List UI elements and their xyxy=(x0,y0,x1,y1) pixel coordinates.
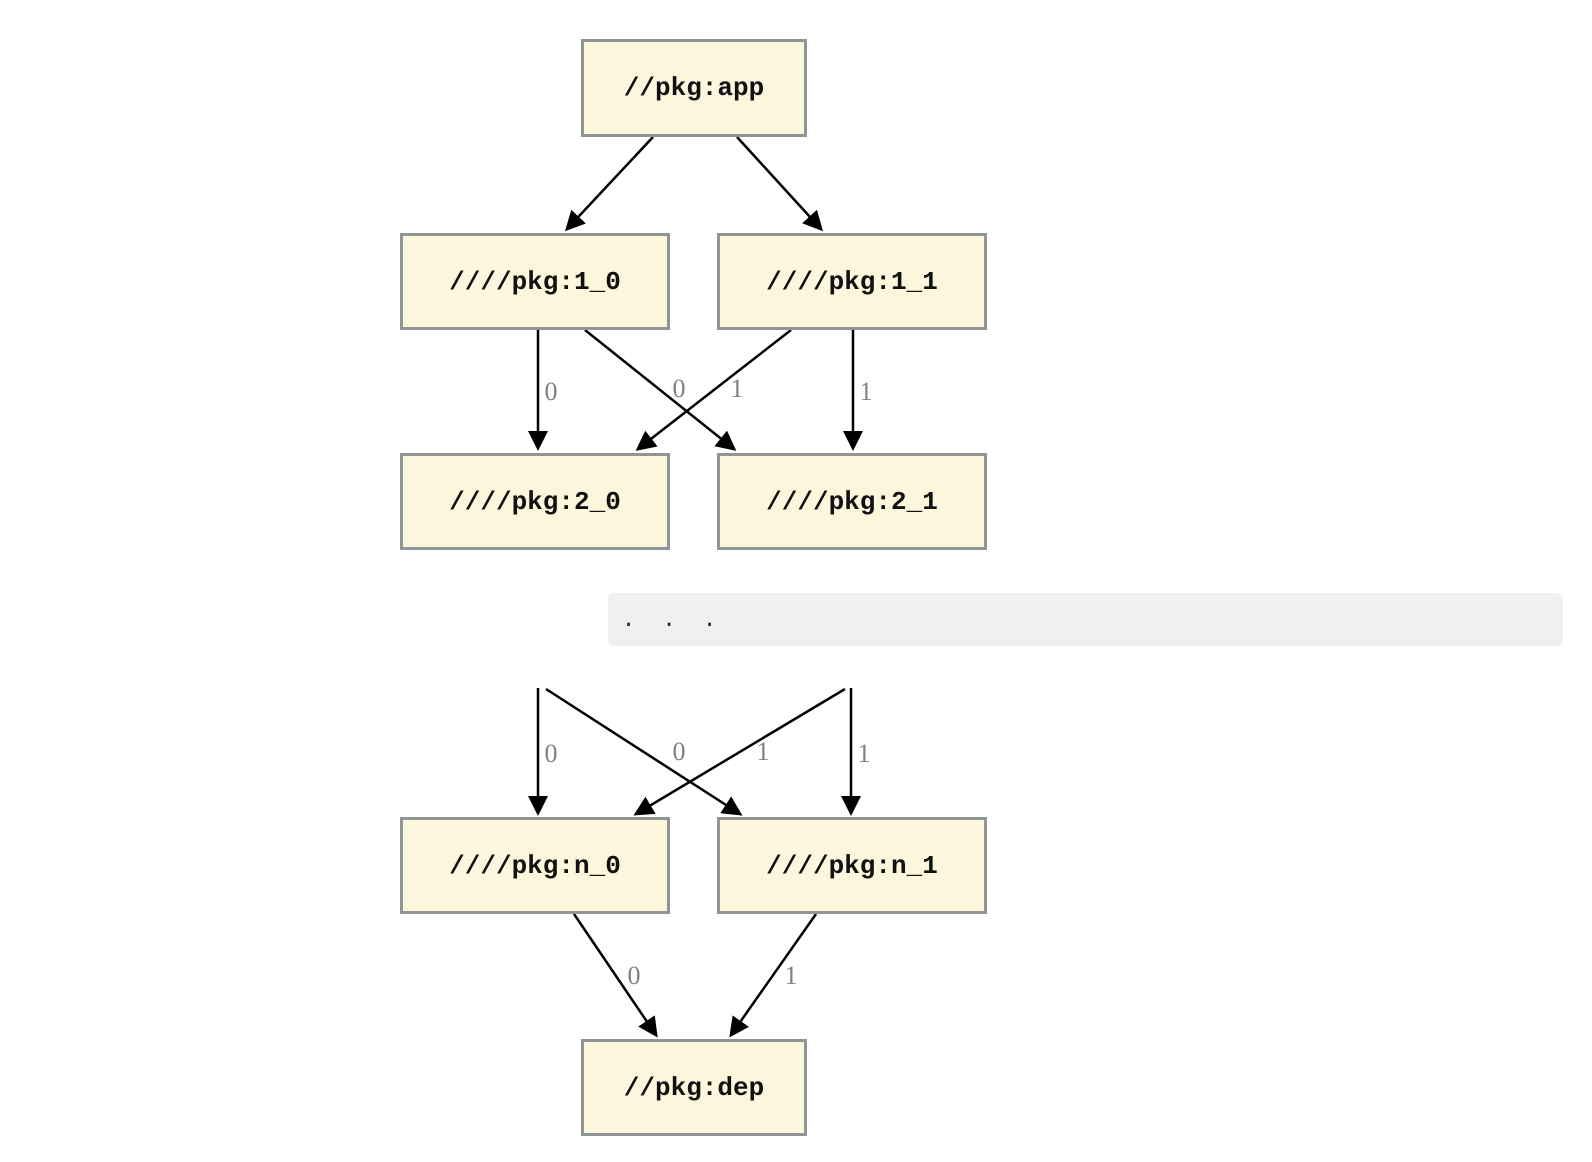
edge-label: 1 xyxy=(757,737,770,766)
elided-levels-separator: . . . xyxy=(608,593,1563,646)
edge-elided-to-n-0-cross xyxy=(633,687,846,816)
node-label: ////pkg:2_0 xyxy=(449,486,621,517)
edge-label: 0 xyxy=(628,961,641,990)
edge-label: 1 xyxy=(858,739,871,768)
node-pkg-app: //pkg:app xyxy=(581,39,807,137)
node-label: ////pkg:n_0 xyxy=(449,850,621,881)
node-label: ////pkg:1_0 xyxy=(449,266,621,297)
edge-label: 1 xyxy=(731,374,744,403)
edge-1-0-to-2-1 xyxy=(584,329,737,451)
node-label: ////pkg:1_1 xyxy=(766,266,938,297)
edge-1-1-to-2-0 xyxy=(635,329,792,451)
ellipsis-text: . . . xyxy=(622,607,724,632)
edge-label: 0 xyxy=(673,737,686,766)
node-pkg-1-1: ////pkg:1_1 xyxy=(717,233,987,330)
node-label: ////pkg:n_1 xyxy=(766,850,938,881)
node-pkg-2-0: ////pkg:2_0 xyxy=(400,453,670,550)
node-pkg-1-0: ////pkg:1_0 xyxy=(400,233,670,330)
edge-n-0-to-dep xyxy=(572,913,658,1038)
edge-app-to-1-0 xyxy=(564,136,654,232)
node-label: ////pkg:2_1 xyxy=(766,486,938,517)
node-label: //pkg:app xyxy=(623,73,765,103)
edge-app-to-1-1 xyxy=(736,136,824,232)
node-label: //pkg:dep xyxy=(623,1072,765,1103)
edge-label: 0 xyxy=(545,739,558,768)
edge-label: 0 xyxy=(545,377,558,406)
node-pkg-2-1: ////pkg:2_1 xyxy=(717,453,987,550)
edge-label: 0 xyxy=(673,374,686,403)
node-pkg-n-1: ////pkg:n_1 xyxy=(717,817,987,914)
edge-label: 1 xyxy=(785,961,798,990)
edge-elided-to-n-1-cross xyxy=(545,687,743,816)
node-pkg-dep: //pkg:dep xyxy=(581,1039,807,1136)
edge-n-1-to-dep xyxy=(729,913,818,1038)
edge-label: 1 xyxy=(860,377,873,406)
node-pkg-n-0: ////pkg:n_0 xyxy=(400,817,670,914)
